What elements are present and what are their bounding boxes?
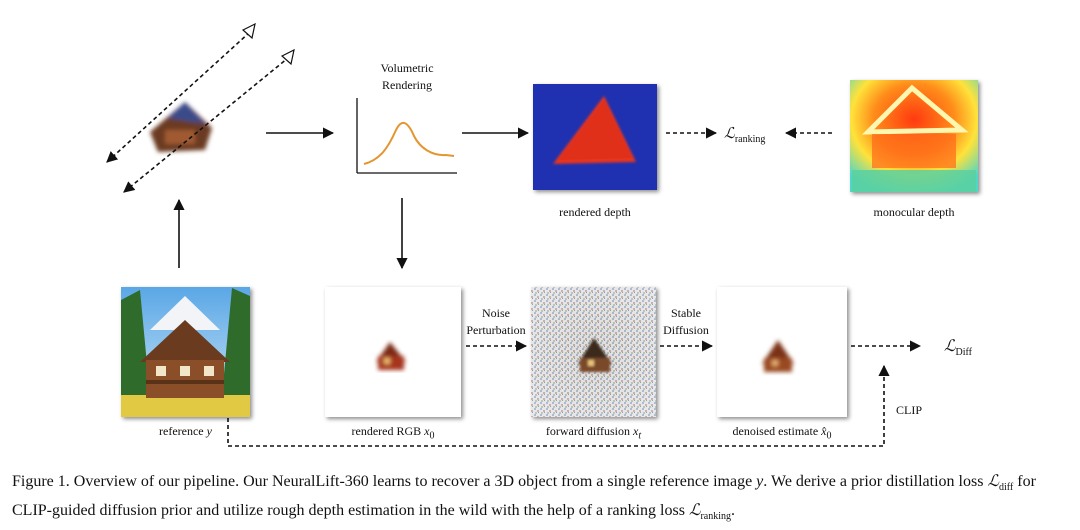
stable-label-line2: Diffusion <box>663 323 709 337</box>
nerf-house-thumbnail <box>150 102 212 152</box>
monocular-depth-label: monocular depth <box>873 205 955 219</box>
camera-icon-1 <box>241 22 256 40</box>
noise-perturbation-label: Noise Perturbation <box>460 305 532 339</box>
rendered-rgb-text: rendered RGB <box>351 424 422 438</box>
caption-label: Figure 1. <box>12 473 70 490</box>
volumetric-rendering-plot <box>356 98 457 174</box>
volumetric-label-line2: Rendering <box>382 78 432 92</box>
forward-diffusion-var: x <box>632 424 639 438</box>
rendered-rgb-var: x <box>424 424 430 438</box>
camera-ray-2 <box>123 57 289 193</box>
denoised-estimate-label: denoised estimate x̂0 <box>712 424 852 441</box>
denoised-estimate-var: x̂ <box>821 424 827 438</box>
monocular-depth-image <box>850 80 978 192</box>
reference-label: reference y <box>121 424 250 439</box>
caption-text-1: Overview of our pipeline. Our NeuralLift… <box>69 473 757 490</box>
caption-loss-rank-symbol: ℒ <box>688 500 701 520</box>
pipeline-diagram <box>106 22 978 447</box>
denoised-estimate-frame <box>717 287 847 417</box>
forward-diffusion-text: forward diffusion <box>545 424 630 438</box>
loss-diff-sub: Diff <box>955 347 973 359</box>
caption-text-3: for CLIP-guided diffusion prior and util… <box>12 473 1036 520</box>
forward-diffusion-image <box>531 287 656 417</box>
caption-text-2: . We derive a prior distillation loss <box>763 473 988 490</box>
volumetric-rendering-label: Volumetric Rendering <box>360 60 454 94</box>
loss-ranking-symbol: ℒ <box>724 124 735 142</box>
reference-text: reference <box>159 424 204 438</box>
denoised-estimate-sub: 0 <box>826 430 832 442</box>
noise-label-line2: Perturbation <box>466 323 526 337</box>
caption-loss-diff-symbol: ℒ <box>987 471 999 490</box>
volumetric-label-line1: Volumetric <box>380 61 434 75</box>
reference-frame <box>121 287 250 417</box>
caption-text-4: . <box>731 502 736 520</box>
noise-label-line1: Noise <box>482 306 510 320</box>
clip-label: CLIP <box>896 403 923 417</box>
loss-diff-label: ℒDiff <box>944 336 972 358</box>
loss-ranking-sub: ranking <box>734 134 766 145</box>
rendered-rgb-sub: 0 <box>429 430 435 442</box>
pipeline-figure: Volumetric Rendering rendered depth mono… <box>106 22 978 447</box>
rendered-rgb-image <box>325 287 461 417</box>
reference-var: y <box>206 424 212 438</box>
stable-label-line1: Stable <box>671 306 701 320</box>
caption-var-y: y <box>756 473 764 490</box>
forward-diffusion-sub: t <box>638 430 642 442</box>
monocular-depth-frame <box>850 80 978 192</box>
camera-ray-1 <box>106 31 251 163</box>
figure-caption: Figure 1. Overview of our pipeline. Our … <box>12 470 1072 528</box>
clip-path-arrow <box>227 364 890 447</box>
denoised-estimate-text: denoised estimate <box>732 424 819 438</box>
denoised-estimate-image <box>717 287 847 417</box>
reference-image <box>121 287 250 417</box>
loss-ranking-label: ℒranking <box>724 124 765 145</box>
rendered-rgb-label: rendered RGB x0 <box>325 424 461 441</box>
caption-loss-diff-sub: diff <box>998 482 1014 494</box>
camera-icon-2 <box>280 48 295 66</box>
caption-loss-rank-sub: ranking <box>700 511 732 523</box>
rendered-depth-image <box>533 84 657 190</box>
rendered-rgb-frame <box>325 287 461 417</box>
loss-diff-symbol: ℒ <box>944 336 956 355</box>
forward-diffusion-frame <box>531 287 656 417</box>
stable-diffusion-label: Stable Diffusion <box>656 305 716 339</box>
rendered-depth-label: rendered depth <box>559 205 631 219</box>
forward-diffusion-label: forward diffusion xt <box>521 424 666 441</box>
rendered-depth-frame <box>533 84 657 190</box>
